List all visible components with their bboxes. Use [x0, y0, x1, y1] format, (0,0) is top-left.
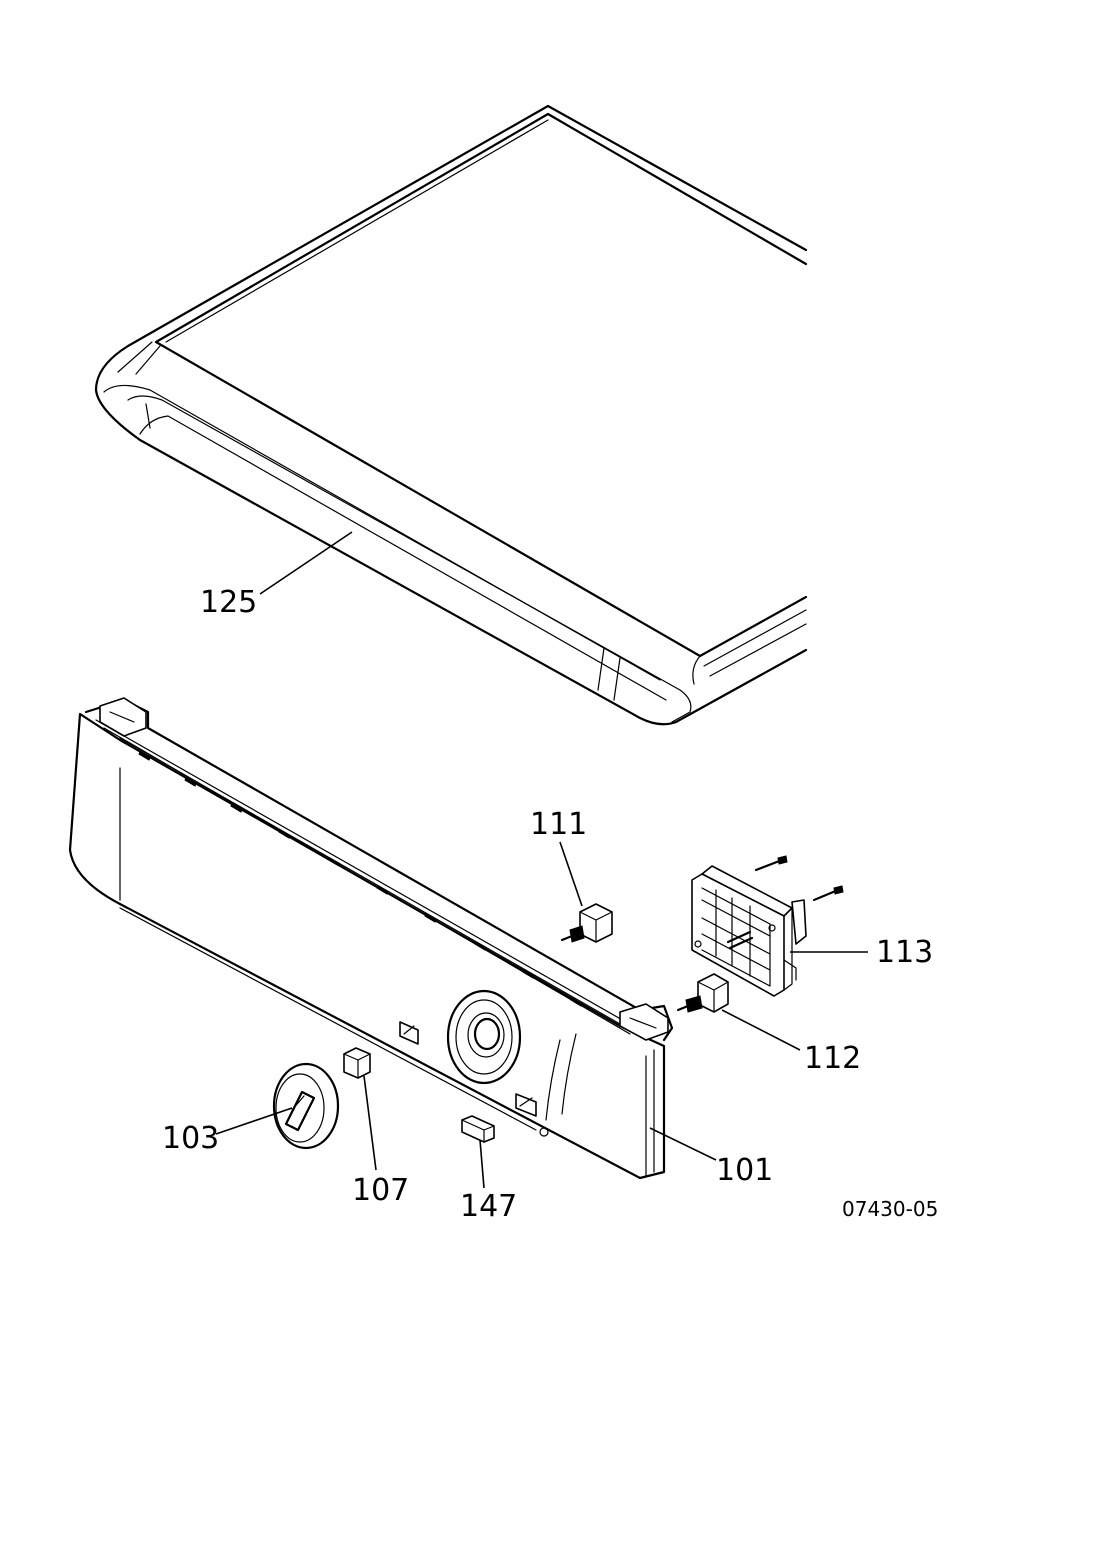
- switch-part-112: [676, 973, 729, 1013]
- callout-125: 125: [200, 585, 257, 620]
- button-part-147: [461, 1115, 495, 1143]
- button-part-107: [343, 1047, 371, 1079]
- callout-113: 113: [876, 935, 933, 970]
- control-panel-part-101: [68, 697, 674, 1180]
- callout-101: 101: [716, 1153, 773, 1188]
- top-lid-part-125: [94, 104, 808, 726]
- callout-103: 103: [162, 1121, 219, 1156]
- callout-112: 112: [804, 1041, 861, 1076]
- callout-147: 147: [460, 1189, 517, 1224]
- drawing-number: 07430-05: [842, 1197, 938, 1221]
- callout-111: 111: [530, 807, 587, 842]
- switch-part-111: [560, 903, 613, 943]
- leader-lines: [215, 531, 868, 1189]
- callout-107: 107: [352, 1173, 409, 1208]
- knob-part-103: [272, 1062, 340, 1150]
- timer-module-part-113: [691, 855, 844, 997]
